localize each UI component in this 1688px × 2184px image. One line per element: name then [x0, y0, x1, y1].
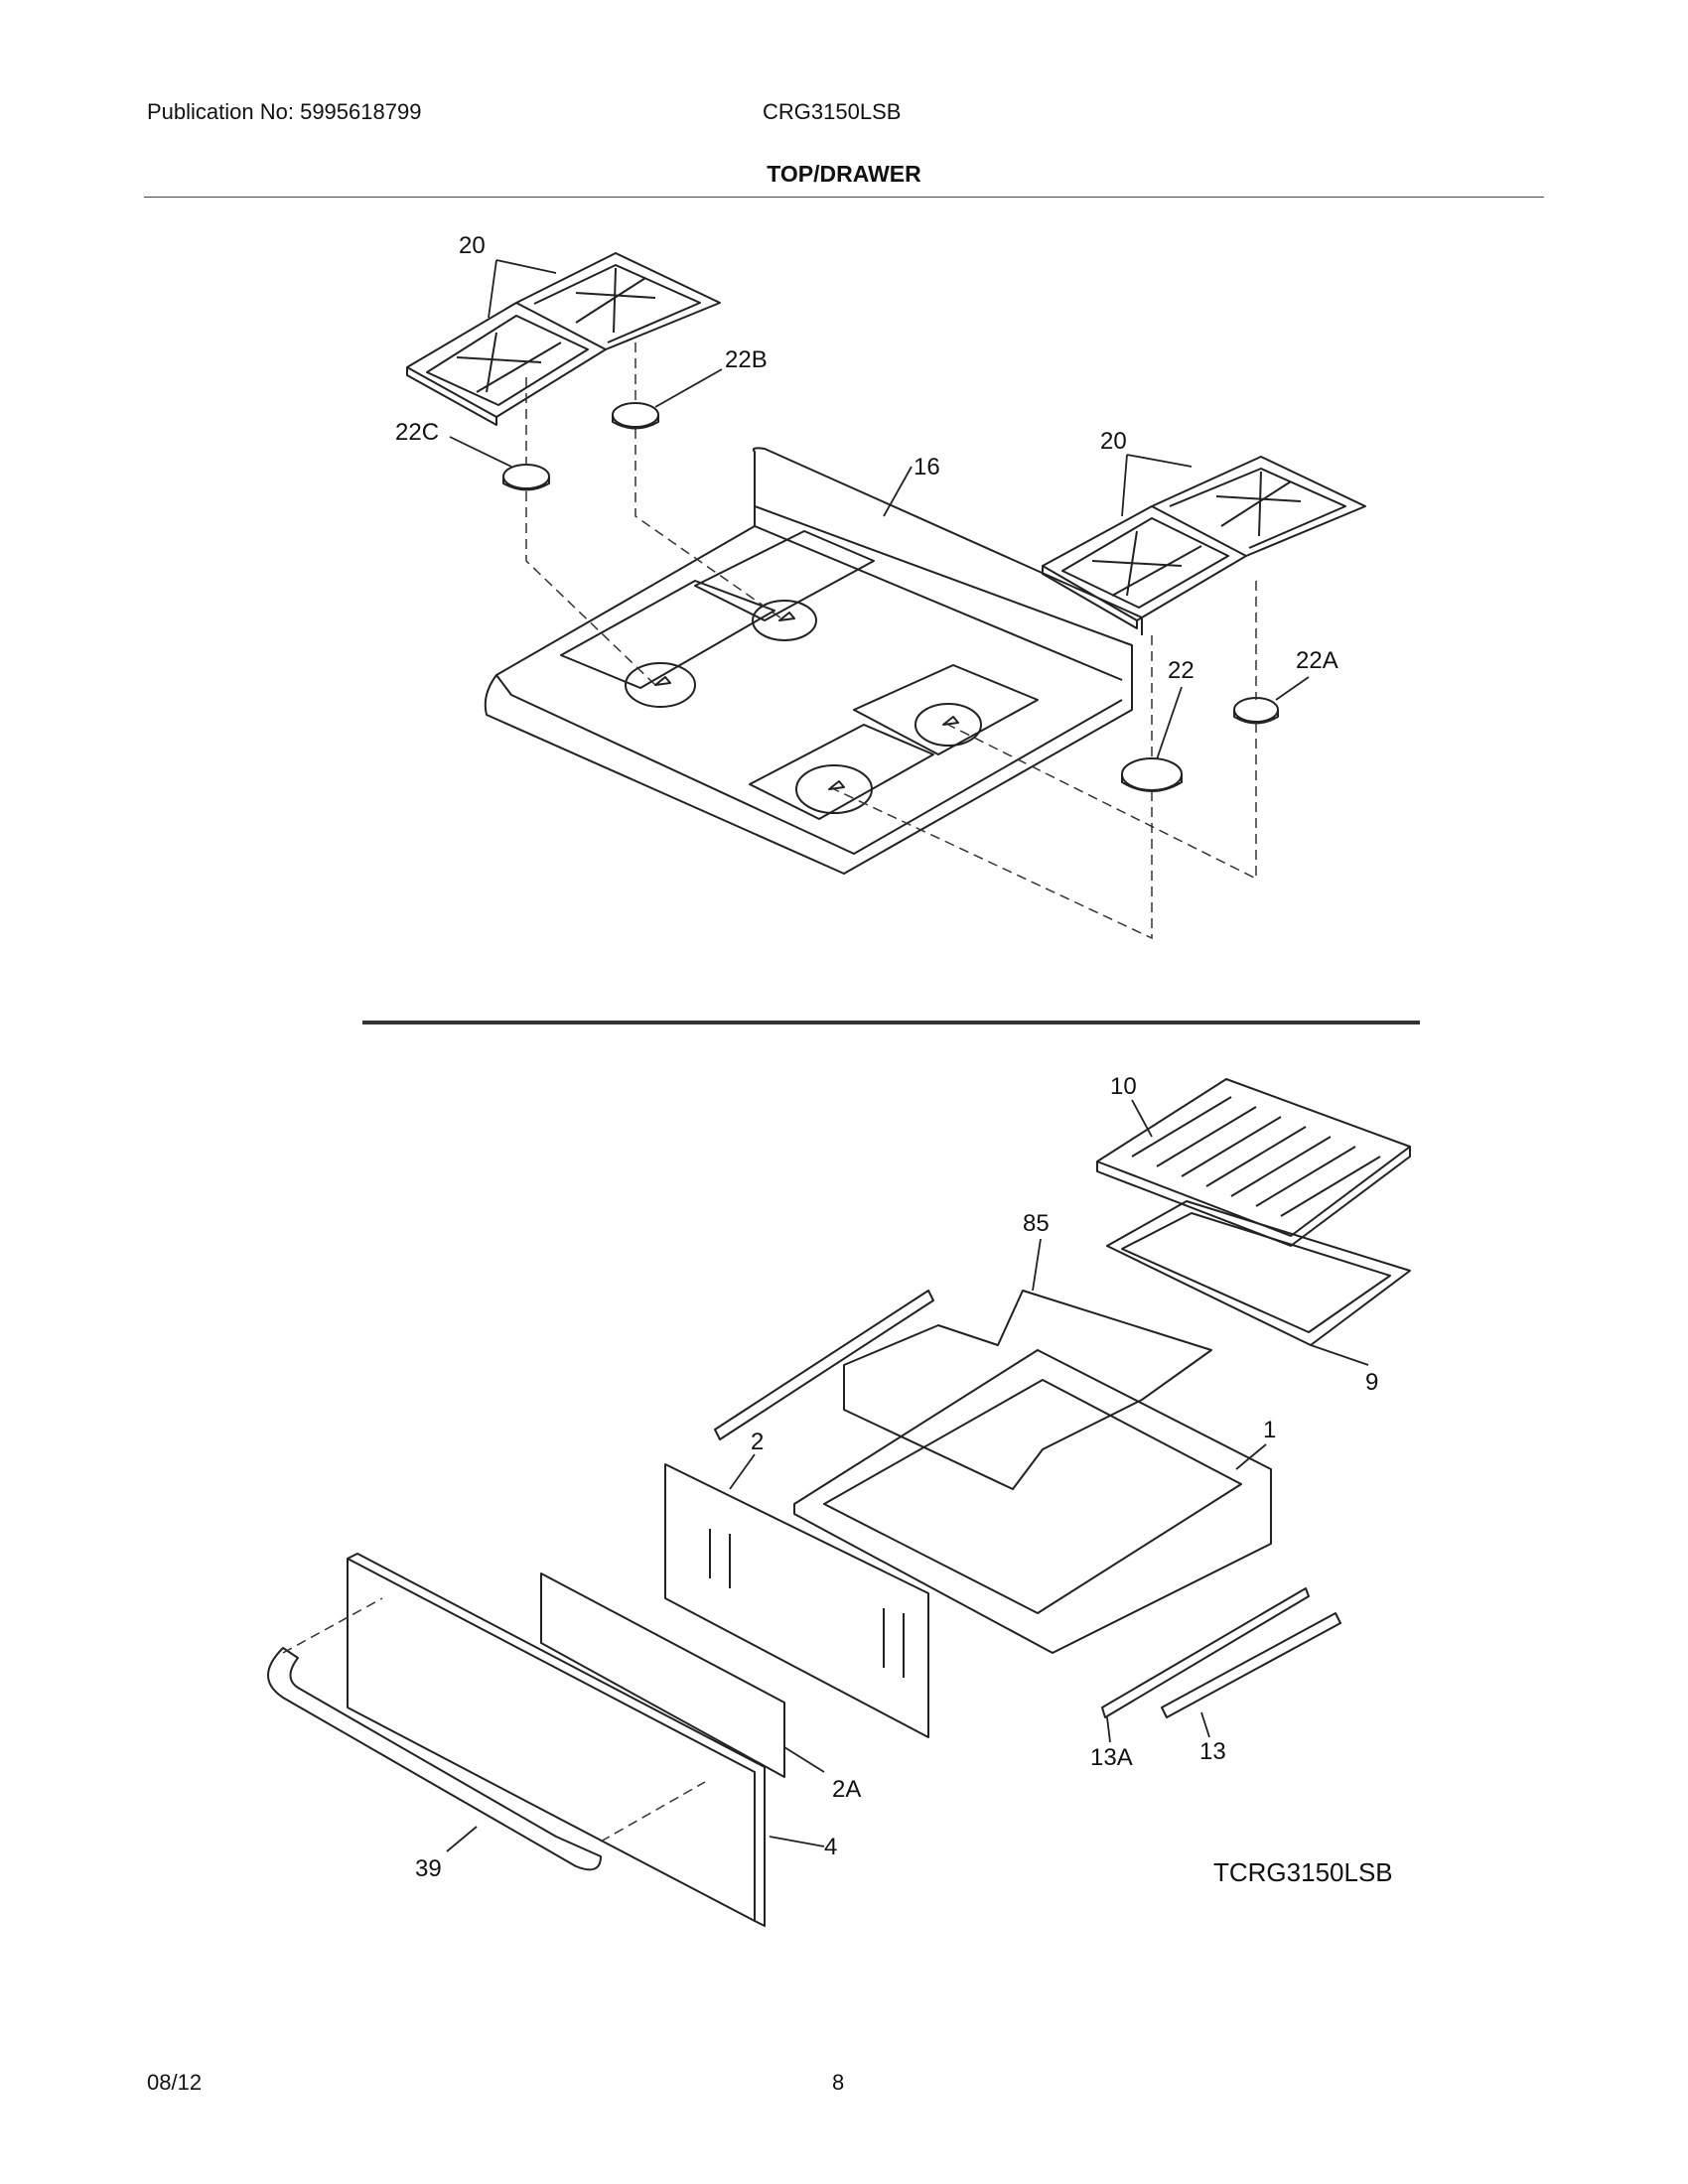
- callout-22A: 22A: [1296, 647, 1338, 674]
- panel-2A-part: [540, 1572, 785, 1778]
- publication-number: Publication No: 5995618799: [147, 99, 422, 124]
- callout-2: 2: [751, 1429, 764, 1455]
- callout-39: 39: [415, 1855, 442, 1882]
- drawer-back-part: [664, 1463, 929, 1738]
- callout-22B: 22B: [725, 346, 768, 373]
- left-grates-part: [406, 252, 721, 426]
- burner-cap-22A: [1233, 697, 1279, 723]
- callout-1: 1: [1263, 1417, 1276, 1443]
- page-number: 8: [832, 2070, 845, 2095]
- drawer-front-part: [347, 1553, 766, 1927]
- broiler-pan-part: [1106, 1200, 1411, 1346]
- callout-22: 22: [1168, 657, 1195, 684]
- burner-cap-22: [1121, 757, 1183, 791]
- callout-22C: 22C: [395, 419, 439, 446]
- callout-13A: 13A: [1090, 1744, 1133, 1771]
- drawer-body-part: [793, 1349, 1272, 1654]
- header-rule: [144, 197, 1544, 198]
- section-title: TOP/DRAWER: [767, 161, 921, 187]
- slide-13A: [1101, 1587, 1310, 1718]
- publication-date: 08/12: [147, 2070, 203, 2095]
- slide-rail-upper: [714, 1290, 934, 1440]
- callout-16: 16: [914, 454, 940, 480]
- broiler-insert-part: [1096, 1078, 1411, 1247]
- figure-code: TCRG3150LSB: [1213, 1857, 1393, 1887]
- model-number: CRG3150LSB: [763, 99, 902, 124]
- burner-cap-22B: [612, 402, 659, 428]
- callout-13: 13: [1199, 1738, 1226, 1765]
- right-grates-part: [1042, 456, 1366, 629]
- handle-part: [267, 1647, 602, 1871]
- callout-4: 4: [824, 1834, 837, 1860]
- callout-2A: 2A: [832, 1776, 861, 1803]
- callout-85: 85: [1023, 1210, 1050, 1237]
- slide-13: [1161, 1612, 1341, 1718]
- cooktop-part: [484, 447, 1143, 875]
- callout-20-right: 20: [1100, 428, 1127, 455]
- callout-9: 9: [1365, 1369, 1378, 1396]
- rack-part: [843, 1290, 1212, 1490]
- callout-20-left: 20: [459, 232, 486, 259]
- callout-10: 10: [1110, 1073, 1137, 1100]
- burner-cap-22C: [502, 464, 550, 489]
